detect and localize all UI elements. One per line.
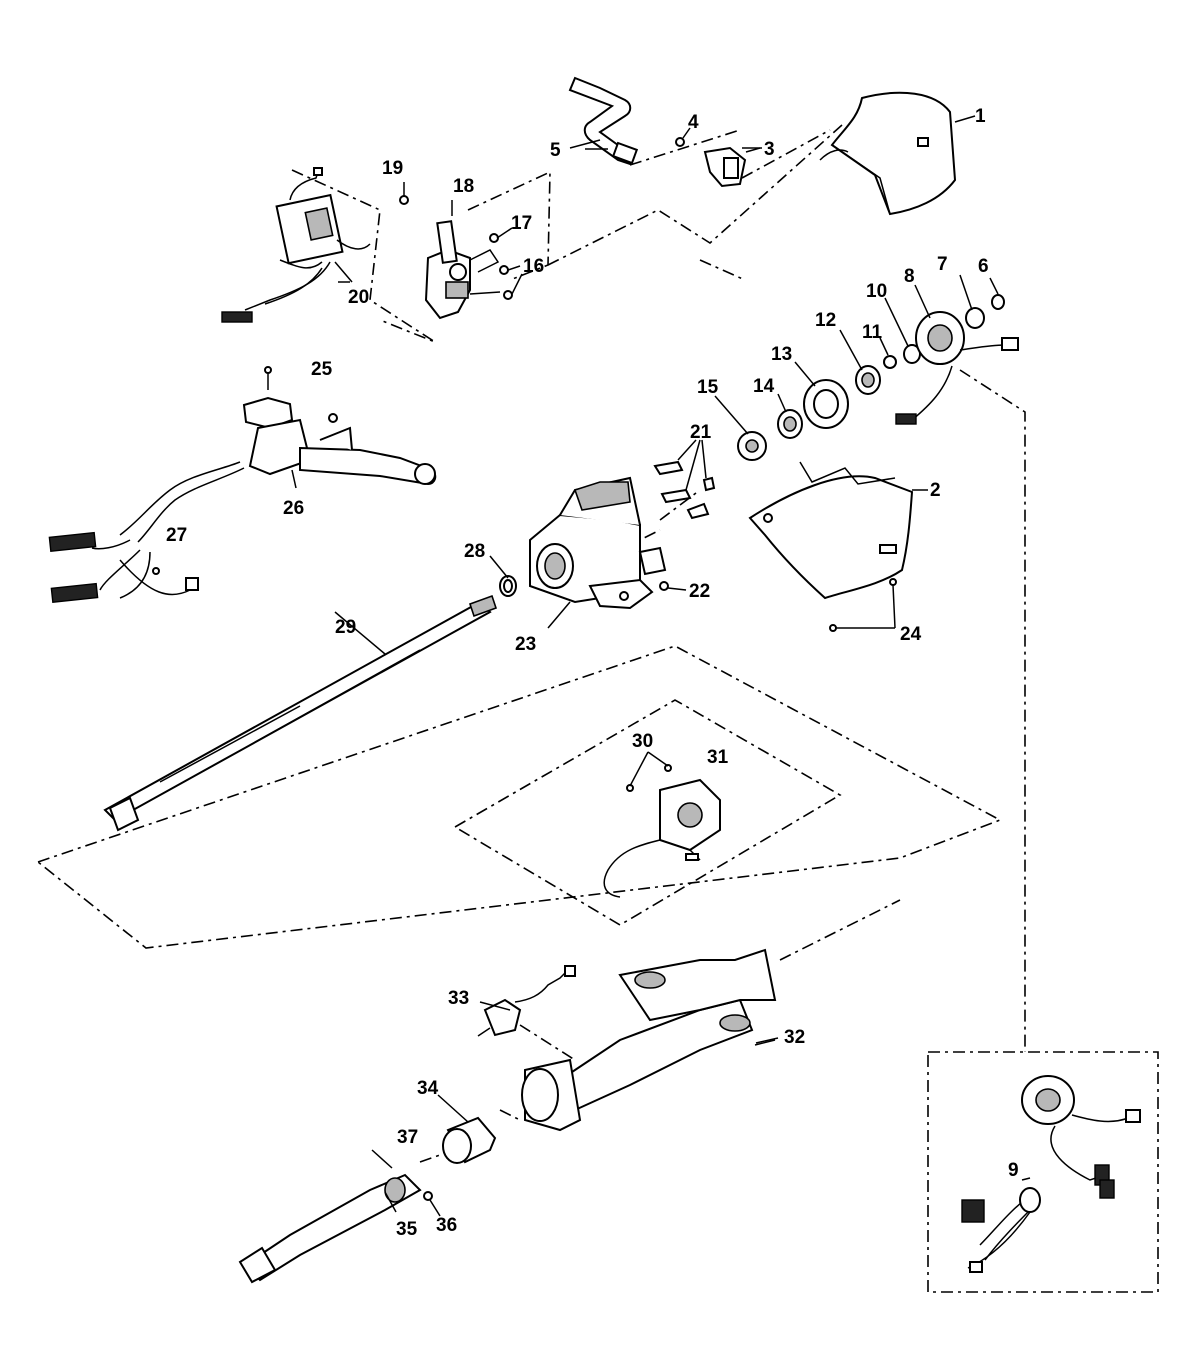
part-18-switch-assembly: [399, 182, 523, 320]
part-23-column-housing: [499, 460, 716, 610]
callout-36: 36: [436, 1215, 457, 1236]
callout-16: 16: [523, 256, 544, 277]
callout-14: 14: [753, 376, 775, 397]
callout-30: 30: [632, 731, 653, 752]
part-2-lower-shroud: [748, 461, 914, 632]
part-9-clockspring: [961, 1075, 1141, 1273]
callout-31: 31: [707, 747, 729, 768]
part-29-steering-shaft: [103, 594, 498, 832]
part-20-module-harness: [221, 167, 371, 323]
callout-10: 10: [866, 281, 887, 302]
part-5-tilt-lever: [568, 76, 639, 166]
callout-29: 29: [335, 617, 356, 638]
callout-18: 18: [453, 176, 474, 197]
part-26-multifunction-switch: [48, 366, 437, 604]
part-1-upper-shroud: [819, 91, 976, 216]
callout-24: 24: [900, 624, 922, 645]
callout-17: 17: [511, 213, 532, 234]
callout-35: 35: [396, 1219, 418, 1240]
callout-8: 8: [904, 266, 915, 287]
callout-33: 33: [448, 988, 469, 1009]
callout-11: 11: [862, 322, 883, 343]
callout-20: 20: [348, 287, 369, 308]
part-4-screw: [675, 137, 685, 147]
group-outlines: [36, 124, 1159, 1293]
callout-22: 22: [689, 581, 710, 602]
callout-26: 26: [283, 498, 304, 519]
callout-25: 25: [311, 359, 333, 380]
callout-37: 37: [397, 1127, 418, 1148]
part-31-sensor-bracket: [603, 751, 721, 898]
part-3-knob: [703, 146, 761, 188]
leader-lines: [291, 127, 1031, 1217]
callout-32: 32: [784, 1027, 805, 1048]
callout-28: 28: [464, 541, 485, 562]
callout-27: 27: [166, 525, 187, 546]
callout-labels: 1 2 3 4 5 6 7 8 9 10 11 12 13 14 15 16 1…: [166, 106, 1019, 1240]
callout-4: 4: [688, 112, 699, 133]
callout-2: 2: [930, 480, 941, 501]
callout-21: 21: [690, 422, 712, 443]
callout-19: 19: [382, 158, 403, 179]
bearing-stack-parts-6-15: [737, 294, 1019, 461]
callout-7: 7: [937, 254, 948, 275]
callout-15: 15: [697, 377, 719, 398]
callout-5: 5: [550, 140, 561, 161]
callout-6: 6: [978, 256, 989, 277]
callout-9: 9: [1008, 1160, 1019, 1181]
callout-13: 13: [771, 344, 792, 365]
callout-23: 23: [515, 634, 536, 655]
part-35-intermediate-shaft: [238, 1116, 497, 1284]
callout-34: 34: [417, 1078, 439, 1099]
callout-1: 1: [975, 106, 986, 127]
callout-3: 3: [764, 139, 775, 160]
part-32-column-jacket: [477, 948, 777, 1132]
callout-12: 12: [815, 310, 836, 331]
